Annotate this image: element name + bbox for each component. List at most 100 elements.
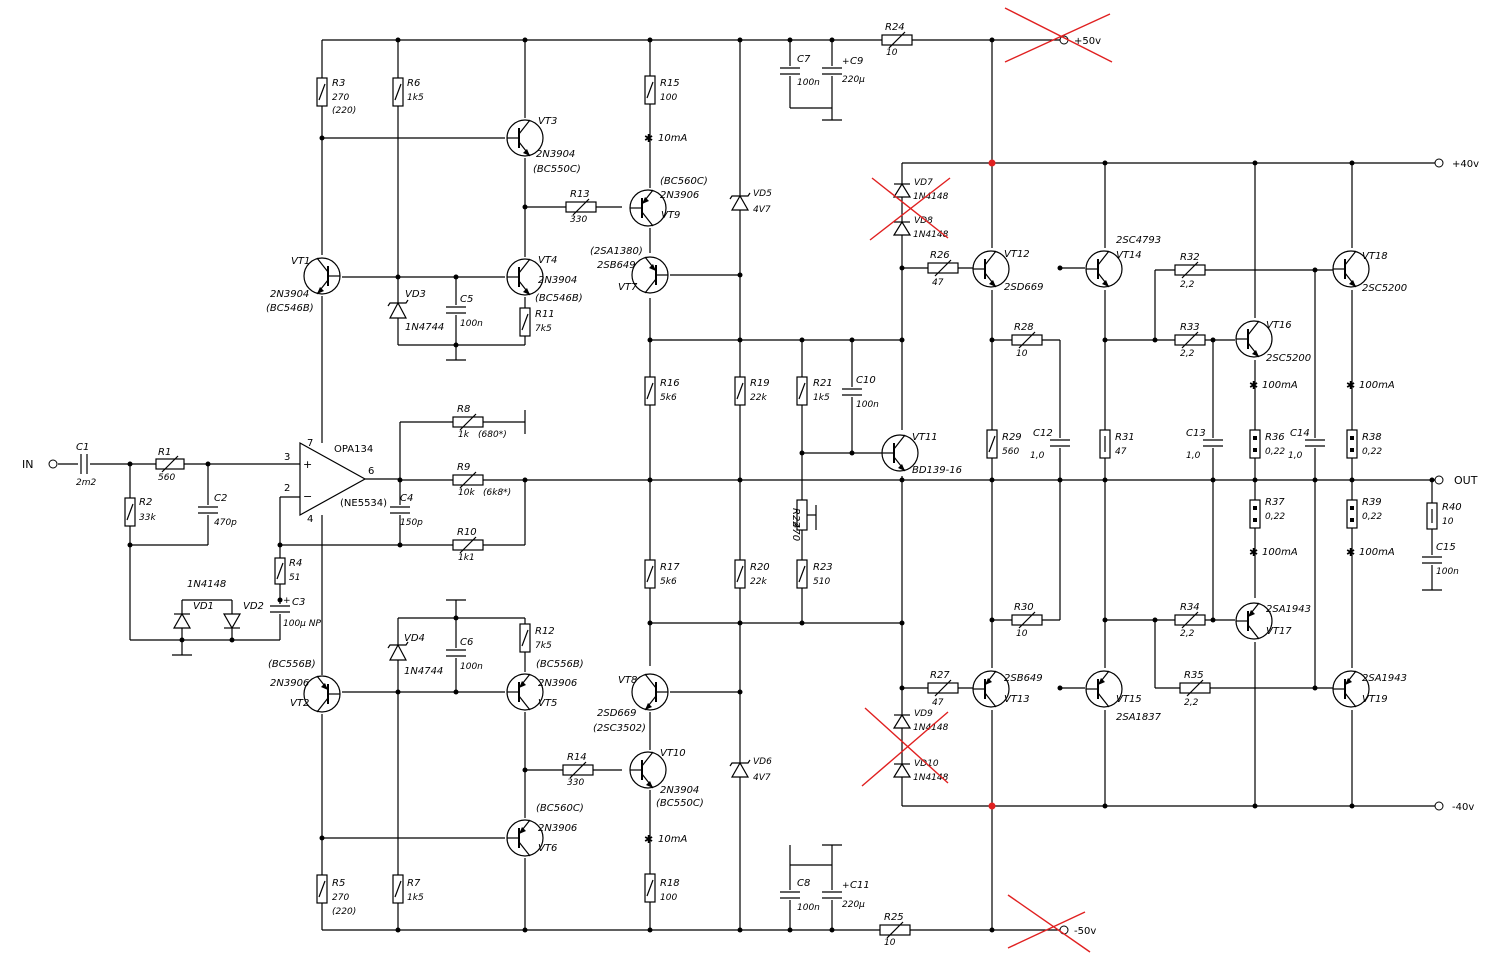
r36-name: R36 [1265,432,1285,443]
resistor-r16: R16 5k6 [644,376,680,406]
r15-name: R15 [660,78,680,89]
cap-c8: C8 100n [780,878,820,913]
cap-c12: C12 1,0 [1030,428,1070,461]
r16-name: R16 [660,378,680,389]
vt19-type: 2SA1943 [1362,673,1407,684]
r15-value: 100 [660,93,677,103]
transistors: VT1 2N3904 (BC546B) (BC556B) 2N3906 VT2 … [266,116,1407,857]
r12-name: R12 [535,626,555,637]
resistor-r10: R10 1k1 [452,527,484,563]
resistor-r9: R9 10k (6k8*) [452,462,511,498]
star-vt16: ✱ [1249,379,1258,392]
r26-value: 47 [932,278,944,288]
vd8-name: VD8 [914,216,933,226]
transistor-vt3: VT3 2N3904 (BC550C) [506,116,581,175]
vd1-value: 1N4148 [187,579,226,590]
r5-extra: (220) [332,907,356,917]
r5-value: 270 [332,893,349,903]
vt15-name: VT15 [1116,694,1142,705]
r3-value: 270 [332,93,349,103]
opamp-alt: (NE5534) [340,498,387,509]
r6-name: R6 [407,78,420,89]
vt6-alt: (BC560C) [536,803,584,814]
vt5-alt: (BC556B) [536,659,584,670]
c9-plus: + [842,57,850,67]
c1-name: C1 [76,442,89,453]
diode-vd9: VD9 1N4148 [892,709,949,733]
diode-vd4: VD4 1N4744 [387,633,443,677]
c11-name: C11 [850,880,870,891]
diode-vd1: VD1 1N4148 [172,579,226,629]
r6-value: 1k5 [407,93,424,103]
vt4-type: 2N3904 [538,275,577,286]
cap-c9: + C9 220µ [822,56,865,85]
resistor-r35: R35 2,2 [1179,670,1211,708]
c13-name: C13 [1186,428,1206,439]
vd5-name: VD5 [753,189,772,199]
r13-value: 330 [570,215,587,225]
transistor-vt15: VT15 2SA1837 [1085,670,1162,723]
r14-value: 330 [567,778,584,788]
vt5-type: 2N3906 [538,678,577,689]
r24-value: 10 [886,48,898,58]
transistor-vt13: 2SB649 VT13 [972,670,1043,708]
transistor-vt8: VT8 2SD669 (2SC3502) [593,673,669,734]
r8-name: R8 [457,404,470,415]
vt14-type: 2SC4793 [1116,235,1161,246]
diode-vd8: VD8 1N4148 [892,216,949,240]
resistor-r21: R21 1k5 [796,376,833,406]
star-vt17: ✱ [1249,546,1258,559]
junction-dots [127,37,1435,933]
vd9-value: 1N4148 [913,723,949,733]
r1-value: 560 [158,473,175,483]
vt10-alt: (BC550C) [656,798,704,809]
resistor-r12: R12 7k5 [519,623,555,653]
vt17-name: VT17 [1266,626,1292,637]
opamp-pin7: 7 [307,438,313,449]
vt8-name: VT8 [618,675,637,686]
resistor-r6: R6 1k5 [392,77,424,107]
c3-value: 100µ NP [283,619,321,629]
c5-name: C5 [460,294,473,305]
n50-label: -50v [1074,926,1096,937]
p40-label: +40v [1452,159,1479,170]
vt2-name: VT2 [290,698,309,709]
vt7-type: 2SB649 [597,260,636,271]
current-vt10: 10mA [658,834,687,845]
r2-name: R2 [139,497,152,508]
resistor-r39: R39 0,22 [1346,497,1382,529]
r35-value: 2,2 [1184,698,1199,708]
r34-name: R34 [1180,602,1200,613]
cap-c13: C13 1,0 [1186,428,1223,461]
resistor-r27: R27 47 [927,670,959,708]
vt10-name: VT10 [660,748,686,759]
vt15-type: 2SA1837 [1116,712,1162,723]
r22-name: R22 [790,508,801,528]
r22-value: 470 [790,522,801,541]
cap-c3: + C3 100µ NP [270,596,321,629]
resistor-r23: R23 510 [796,559,833,589]
transistor-vt11: VT11 BD139-16 [881,432,962,476]
resistor-r29: R29 560 [986,429,1022,459]
r8-extra: (680*) [478,430,507,440]
r12-value: 7k5 [535,641,552,651]
r4-value: 51 [289,573,300,583]
c14-value: 1,0 [1288,451,1303,461]
vt11-name: VT11 [912,432,938,443]
opamp: + − OPA134 (NE5534) 3 2 6 7 4 [284,438,400,525]
c8-value: 100n [797,903,820,913]
r8-value: 1k [458,430,470,440]
r3-name: R3 [332,78,345,89]
resistor-r40: R40 10 [1426,502,1462,530]
current-markers: ✱ 10mA ✱ 10mA ✱ 100mA ✱ 100mA ✱ 100mA ✱ … [644,132,1395,846]
n40-label: -40v [1452,802,1474,813]
vd9-name: VD9 [914,709,933,719]
c10-value: 100n [856,400,879,410]
r20-value: 22k [750,577,767,587]
vt9-alt: (BC560C) [660,176,708,187]
c3-plus: + [283,596,291,606]
resistor-r15: R15 100 [644,75,680,105]
resistor-r13: R13 330 [565,189,597,225]
resistor-r3: R3 270 (220) [316,77,356,116]
r13-name: R13 [570,189,590,200]
